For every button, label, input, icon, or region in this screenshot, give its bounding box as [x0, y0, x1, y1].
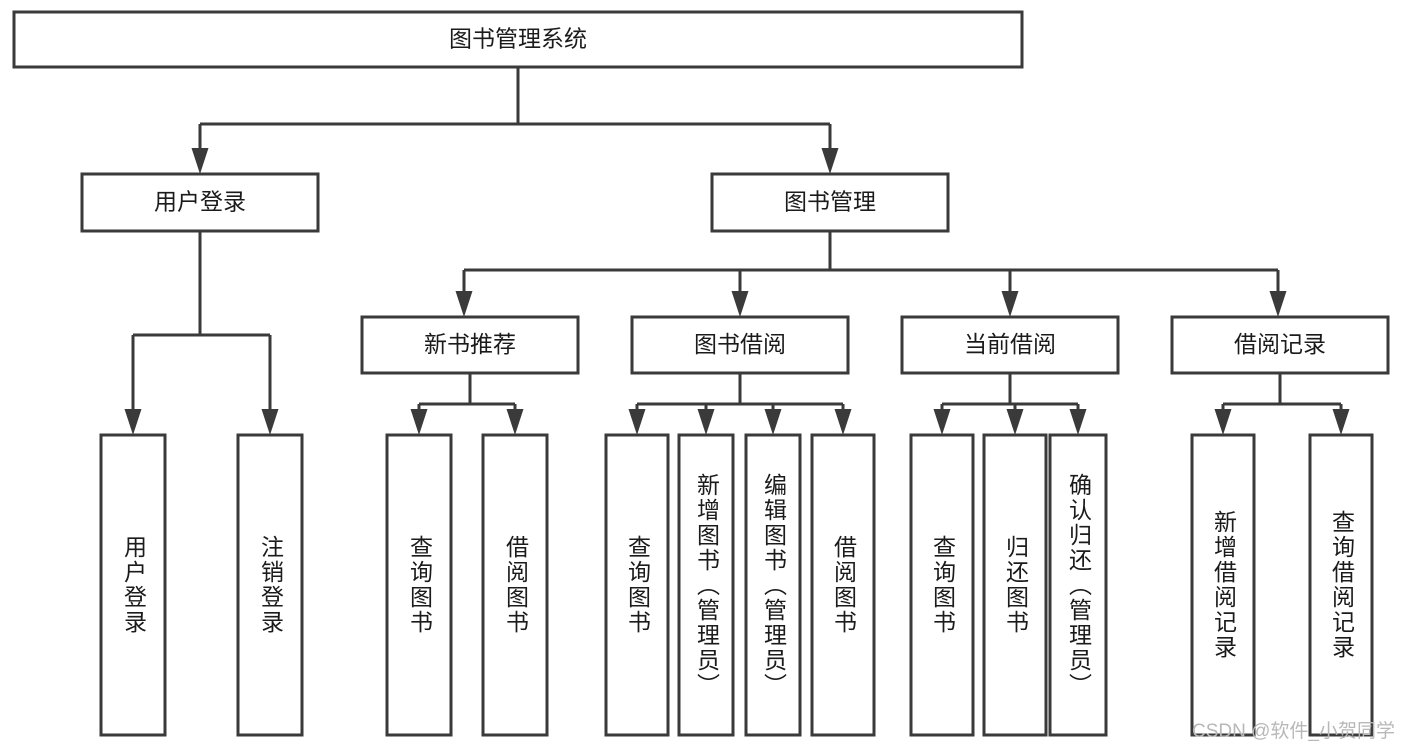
- node-box-leaf-query-book-3[interactable]: [909, 433, 975, 737]
- node-box-leaf-return-book[interactable]: [982, 433, 1048, 737]
- node-box-leaf-borrow-book-1[interactable]: [481, 433, 549, 737]
- node-box-leaf-logout[interactable]: [236, 433, 304, 737]
- node-label-current-borrow: 当前借阅: [964, 331, 1056, 357]
- arrow-head-borrow-drop-2: [697, 409, 715, 435]
- arrow-head-root-to-user-login: [191, 148, 209, 174]
- connectors-layer: [124, 67, 1350, 435]
- node-box-leaf-query-record[interactable]: [1308, 433, 1374, 737]
- node-box-leaf-user-login[interactable]: [99, 433, 167, 737]
- arrow-head-current-drop-2: [1006, 409, 1024, 435]
- arrow-head-user-login-drop-1: [124, 409, 142, 435]
- arrow-head-recommend-drop-2: [506, 409, 524, 435]
- node-box-borrow-record[interactable]: [1170, 315, 1390, 375]
- arrow-head-book-mgmt-drop-4: [1269, 291, 1287, 317]
- node-box-new-book-recommend[interactable]: [360, 315, 580, 375]
- node-box-book-borrow[interactable]: [630, 315, 850, 375]
- node-label-root: 图书管理系统: [449, 26, 587, 52]
- node-box-user-login[interactable]: [80, 172, 320, 233]
- arrow-head-recommend-drop-1: [410, 409, 428, 435]
- node-label-borrow-record: 借阅记录: [1234, 331, 1326, 357]
- node-box-leaf-edit-book[interactable]: [744, 433, 802, 737]
- node-box-leaf-add-book[interactable]: [677, 433, 735, 737]
- node-box-book-management[interactable]: [710, 172, 950, 233]
- arrow-head-record-drop-1: [1214, 409, 1232, 435]
- node-label-user-login: 用户登录: [154, 189, 246, 215]
- node-box-leaf-query-book-2[interactable]: [604, 433, 670, 737]
- arrow-head-book-mgmt-drop-1: [455, 291, 473, 317]
- arrow-head-borrow-drop-1: [628, 409, 646, 435]
- arrow-head-record-drop-2: [1332, 409, 1350, 435]
- arrow-head-current-drop-3: [1069, 409, 1087, 435]
- arrow-head-book-mgmt-drop-2: [731, 291, 749, 317]
- node-box-current-borrow[interactable]: [900, 315, 1120, 375]
- node-box-leaf-query-book-1[interactable]: [385, 433, 453, 737]
- node-box-leaf-add-record[interactable]: [1190, 433, 1256, 737]
- arrow-head-borrow-drop-3: [764, 409, 782, 435]
- node-box-leaf-confirm-return[interactable]: [1048, 433, 1108, 737]
- arrow-head-book-mgmt-drop-3: [1001, 291, 1019, 317]
- node-label-book-management: 图书管理: [784, 189, 876, 215]
- arrow-head-borrow-drop-4: [834, 409, 852, 435]
- node-label-book-borrow: 图书借阅: [694, 331, 786, 357]
- arrow-head-user-login-drop-2: [261, 409, 279, 435]
- boxes-layer: [12, 10, 1390, 737]
- node-box-leaf-borrow-book-2[interactable]: [810, 433, 876, 737]
- node-box-root[interactable]: [12, 10, 1024, 69]
- arrow-head-root-to-book-management: [821, 148, 839, 174]
- arrow-head-current-drop-1: [933, 409, 951, 435]
- node-label-new-book-recommend: 新书推荐: [424, 331, 516, 357]
